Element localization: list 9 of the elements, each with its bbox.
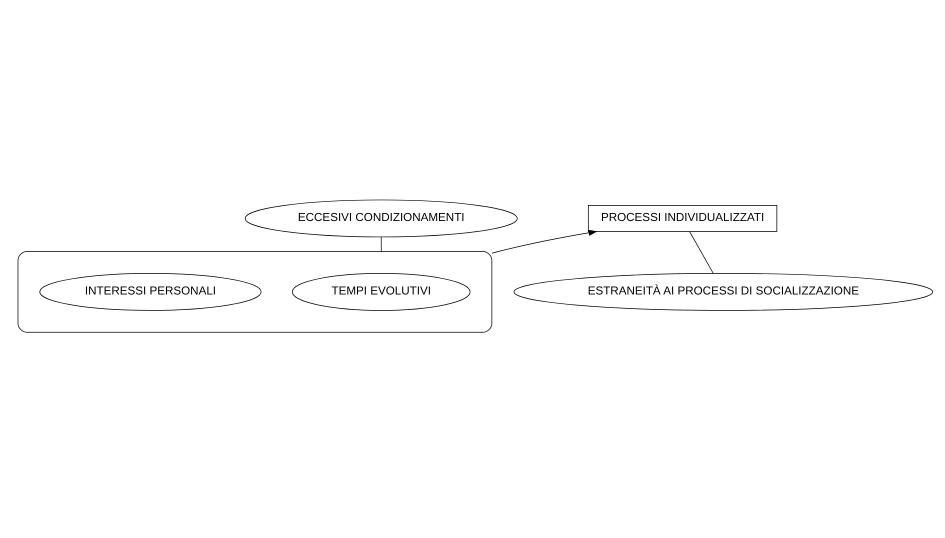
node-ellipse: INTERESSI PERSONALI [39, 273, 262, 311]
node-ellipse: ECCESIVI CONDIZIONAMENTI [244, 200, 518, 238]
cluster [18, 251, 492, 333]
connector [380, 236, 382, 252]
arrow [492, 230, 598, 254]
node-ellipse: ESTRANEITÀ AI PROCESSI DI SOCIALIZZAZIONE [514, 273, 934, 311]
connector [689, 231, 714, 274]
node-box: PROCESSI INDIVIDUALIZZATI [588, 204, 778, 232]
node-ellipse: TEMPI EVOLUTIVI [292, 273, 470, 311]
